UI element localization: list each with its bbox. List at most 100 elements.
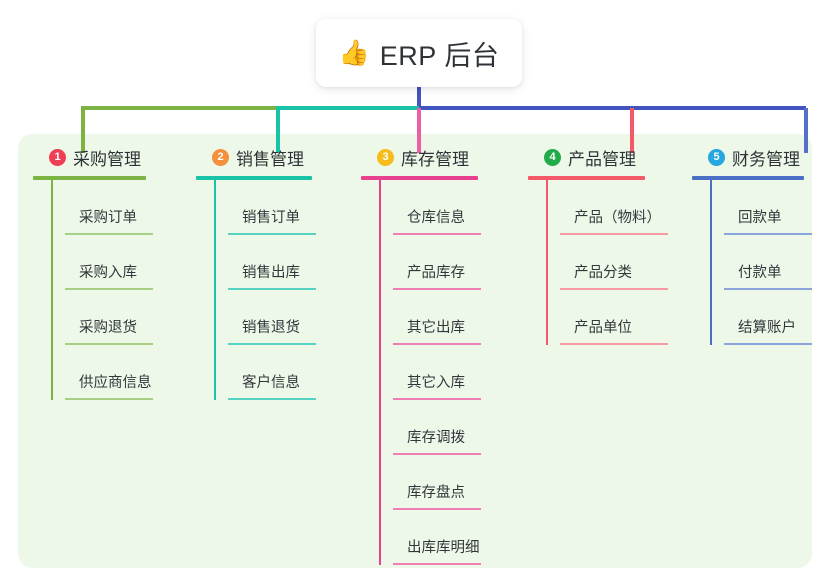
column-underline-finance bbox=[692, 176, 804, 180]
leaf-node-label: 出库库明细 bbox=[407, 540, 480, 556]
column-underline-inventory bbox=[361, 176, 478, 180]
leaf-node[interactable]: 采购订单 bbox=[65, 180, 193, 235]
bus-drop-finance bbox=[804, 108, 808, 153]
leaf-node-label: 销售出库 bbox=[242, 265, 300, 281]
number-badge-icon: 1 bbox=[49, 148, 66, 166]
column-header-sales[interactable]: 2 销售管理 bbox=[196, 144, 356, 170]
leaf-node[interactable]: 回款单 bbox=[724, 180, 839, 235]
leaf-node[interactable]: 仓库信息 bbox=[393, 180, 526, 235]
column-header-product[interactable]: 4 产品管理 bbox=[528, 144, 693, 170]
leaf-node-label: 其它出库 bbox=[407, 320, 465, 336]
leaf-node[interactable]: 采购退货 bbox=[65, 290, 193, 345]
leaf-node-underline bbox=[393, 508, 481, 510]
leaf-node[interactable]: 其它入库 bbox=[393, 345, 526, 400]
leaf-node-underline bbox=[724, 343, 812, 345]
leaf-node-underline bbox=[560, 233, 668, 235]
column-spine-product bbox=[546, 180, 548, 345]
leaf-node-label: 回款单 bbox=[738, 210, 782, 226]
leaf-node[interactable]: 出库库明细 bbox=[393, 510, 526, 565]
leaf-node[interactable]: 销售订单 bbox=[228, 180, 356, 235]
column-title-purchase: 采购管理 bbox=[73, 149, 141, 169]
column-title-inventory: 库存管理 bbox=[401, 149, 469, 169]
column-finance: 5 财务管理回款单付款单结算账户 bbox=[692, 144, 839, 345]
leaf-node[interactable]: 其它出库 bbox=[393, 290, 526, 345]
leaf-node-label: 采购订单 bbox=[79, 210, 137, 226]
leaf-node-label: 产品单位 bbox=[574, 320, 632, 336]
leaf-node-label: 供应商信息 bbox=[79, 375, 152, 391]
leaf-node[interactable]: 采购入库 bbox=[65, 235, 193, 290]
leaf-node-underline bbox=[65, 398, 153, 400]
leaf-node[interactable]: 产品分类 bbox=[560, 235, 693, 290]
bus-segment-green bbox=[81, 106, 276, 110]
leaf-node-label: 客户信息 bbox=[242, 375, 300, 391]
column-title-finance: 财务管理 bbox=[732, 149, 800, 169]
leaf-node-underline bbox=[393, 453, 481, 455]
column-body-inventory: 仓库信息产品库存其它出库其它入库库存调拨库存盘点出库库明细 bbox=[379, 180, 526, 565]
number-badge-icon: 2 bbox=[212, 148, 229, 166]
leaf-node-underline bbox=[393, 233, 481, 235]
column-underline-sales bbox=[196, 176, 312, 180]
leaf-node-underline bbox=[65, 233, 153, 235]
column-body-product: 产品（物料） 产品分类产品单位 bbox=[546, 180, 693, 345]
leaf-node-underline bbox=[560, 288, 668, 290]
leaf-node[interactable]: 库存调拨 bbox=[393, 400, 526, 455]
leaf-node-underline bbox=[228, 398, 316, 400]
bus-drop-purchase bbox=[81, 108, 85, 153]
root-node[interactable]: 👍 ERP 后台 bbox=[316, 19, 522, 87]
root-trunk-connector bbox=[417, 85, 421, 108]
leaf-node-label: 采购入库 bbox=[79, 265, 137, 281]
column-body-purchase: 采购订单采购入库采购退货供应商信息 bbox=[51, 180, 193, 400]
leaf-node-underline bbox=[724, 288, 812, 290]
leaf-node[interactable]: 销售退货 bbox=[228, 290, 356, 345]
column-header-finance[interactable]: 5 财务管理 bbox=[692, 144, 839, 170]
leaf-node[interactable]: 付款单 bbox=[724, 235, 839, 290]
column-spine-finance bbox=[710, 180, 712, 345]
leaf-node-label: 产品库存 bbox=[407, 265, 465, 281]
leaf-node-label: 付款单 bbox=[738, 265, 782, 281]
leaf-node[interactable]: 产品（物料） bbox=[560, 180, 693, 235]
column-body-finance: 回款单付款单结算账户 bbox=[710, 180, 839, 345]
column-purchase: 1 采购管理采购订单采购入库采购退货供应商信息 bbox=[33, 144, 193, 400]
bus-segment-blue bbox=[419, 106, 806, 110]
column-spine-inventory bbox=[379, 180, 381, 565]
leaf-node-underline bbox=[65, 343, 153, 345]
leaf-node-underline bbox=[393, 398, 481, 400]
leaf-node-underline bbox=[560, 343, 668, 345]
column-header-purchase[interactable]: 1 采购管理 bbox=[33, 144, 193, 170]
bus-drop-sales bbox=[276, 108, 280, 153]
leaf-node[interactable]: 销售出库 bbox=[228, 235, 356, 290]
thumbs-up-icon: 👍 bbox=[338, 38, 370, 67]
leaf-node-underline bbox=[724, 233, 812, 235]
diagram-panel bbox=[18, 134, 812, 568]
leaf-node[interactable]: 结算账户 bbox=[724, 290, 839, 345]
leaf-node[interactable]: 产品单位 bbox=[560, 290, 693, 345]
leaf-node[interactable]: 库存盘点 bbox=[393, 455, 526, 510]
number-badge-icon: 4 bbox=[544, 148, 561, 166]
leaf-node-underline bbox=[65, 288, 153, 290]
root-node-title: ERP 后台 bbox=[379, 40, 500, 71]
column-product: 4 产品管理产品（物料） 产品分类产品单位 bbox=[528, 144, 693, 345]
leaf-node-label: 销售退货 bbox=[242, 320, 300, 336]
column-title-sales: 销售管理 bbox=[236, 149, 304, 169]
column-spine-sales bbox=[214, 180, 216, 400]
column-sales: 2 销售管理销售订单销售出库销售退货客户信息 bbox=[196, 144, 356, 400]
column-title-product: 产品管理 bbox=[568, 149, 636, 169]
column-underline-product bbox=[528, 176, 645, 180]
leaf-node-label: 产品（物料） bbox=[574, 210, 661, 226]
bus-segment-teal bbox=[276, 106, 419, 110]
leaf-node[interactable]: 产品库存 bbox=[393, 235, 526, 290]
bus-drop-inventory bbox=[417, 108, 421, 153]
leaf-node-label: 产品分类 bbox=[574, 265, 632, 281]
leaf-node-underline bbox=[393, 343, 481, 345]
column-spine-purchase bbox=[51, 180, 53, 400]
leaf-node-label: 其它入库 bbox=[407, 375, 465, 391]
leaf-node[interactable]: 客户信息 bbox=[228, 345, 356, 400]
leaf-node-label: 库存盘点 bbox=[407, 485, 465, 501]
leaf-node[interactable]: 供应商信息 bbox=[65, 345, 193, 400]
number-badge-icon: 5 bbox=[708, 148, 725, 166]
leaf-node-label: 仓库信息 bbox=[407, 210, 465, 226]
leaf-node-underline bbox=[228, 343, 316, 345]
leaf-node-underline bbox=[228, 288, 316, 290]
